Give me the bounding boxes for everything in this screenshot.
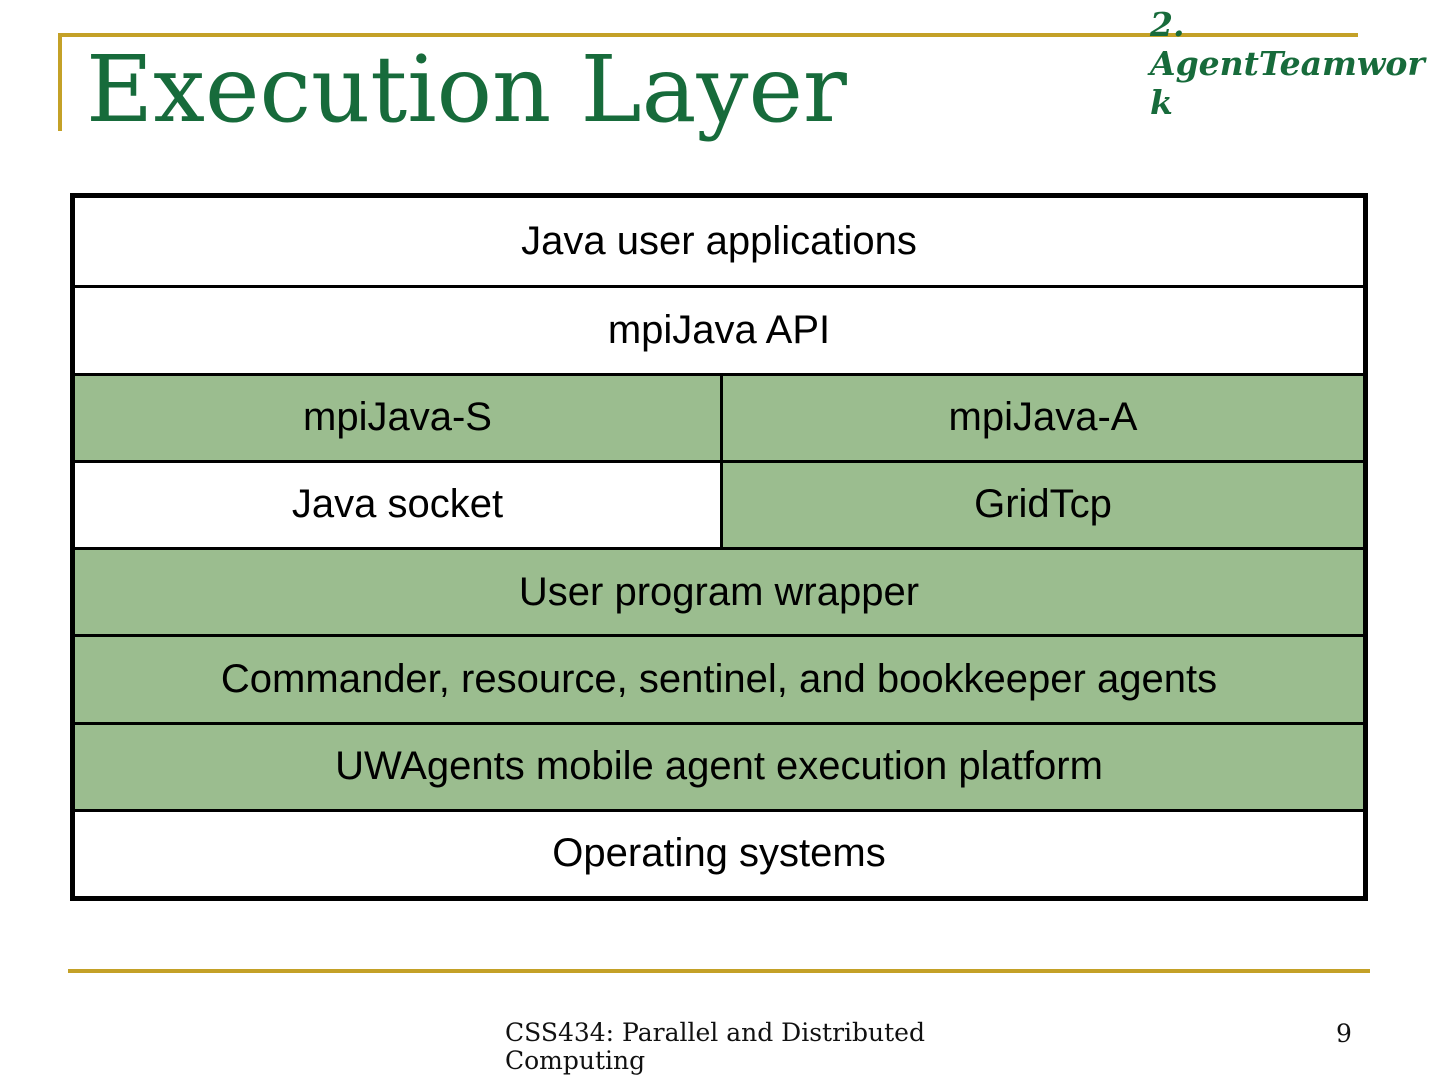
layer-row: Commander, resource, sentinel, and bookk… [75,634,1363,722]
page-title: Execution Layer [86,36,847,143]
page-number: 9 [1336,1019,1352,1048]
unit-label-line: AgentTeamwor [1150,43,1425,83]
layer-cell: Java socket [75,462,720,547]
layer-cell: UWAgents mobile agent execution platform [75,724,1363,809]
top-accent-rule [59,33,1358,37]
layer-cell: User program wrapper [75,550,1363,635]
layer-row: Operating systems [75,808,1363,896]
layer-row: Java user applications [75,198,1363,286]
bottom-accent-rule [68,969,1370,973]
footer-course-title: CSS434: Parallel and Distributed Computi… [505,1018,925,1075]
left-accent-rule [58,33,62,131]
layer-cell: mpiJava-A [720,375,1363,460]
layer-row: User program wrapper [75,547,1363,635]
layer-cell: Java user applications [75,198,1363,286]
layer-cell: mpiJava API [75,288,1363,373]
layer-cell: mpiJava-S [75,375,720,460]
layer-cell: GridTcp [720,462,1363,547]
layer-row: mpiJava API [75,285,1363,373]
layer-cell: Commander, resource, sentinel, and bookk… [75,637,1363,722]
layer-cell: Operating systems [75,811,1363,896]
unit-label-line: k [1150,82,1173,122]
unit-label-line: 2. [1150,5,1185,44]
layer-row: UWAgents mobile agent execution platform [75,721,1363,809]
